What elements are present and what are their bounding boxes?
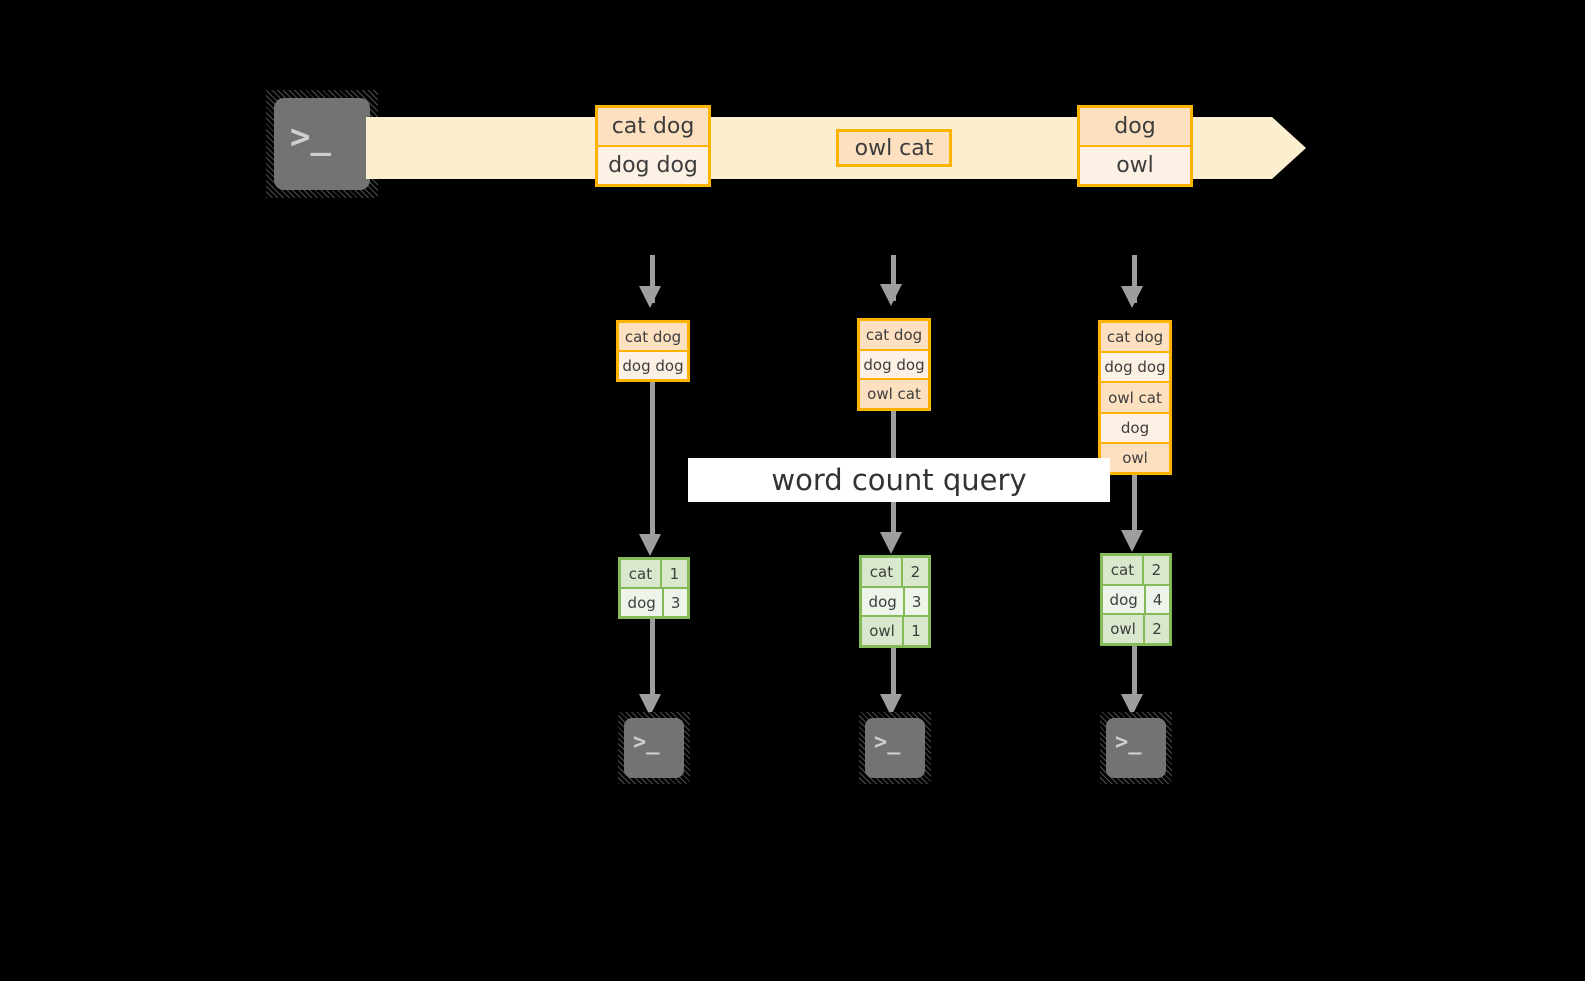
table-row: cat dog bbox=[619, 323, 687, 350]
terminal-screen bbox=[1106, 718, 1166, 778]
table-row: dog 3 bbox=[862, 587, 928, 616]
snapshot-1-table: cat dog dog dog bbox=[616, 320, 690, 382]
terminal-prompt-glyph: >_ bbox=[633, 730, 660, 755]
table-row: cat dog bbox=[860, 321, 928, 349]
result-3-sink-connector bbox=[1132, 646, 1137, 694]
snapshot-3-query-arrowhead bbox=[1121, 530, 1143, 552]
terminal-prompt-glyph: >_ bbox=[290, 117, 331, 157]
table-row: dog bbox=[1080, 108, 1190, 145]
stream-event-2: owl cat bbox=[836, 129, 952, 167]
sink-terminal-2-icon: >_ bbox=[859, 712, 931, 784]
snapshot-1-dashed-connector bbox=[650, 255, 655, 303]
table-row: owl 2 bbox=[1103, 615, 1170, 644]
table-cell-count: 1 bbox=[904, 617, 929, 646]
terminal-screen bbox=[624, 718, 684, 778]
table-row: cat 1 bbox=[621, 560, 687, 587]
table-row: dog bbox=[1101, 413, 1169, 442]
result-2-sink-arrowhead bbox=[880, 694, 902, 716]
terminal-prompt-glyph: >_ bbox=[874, 730, 901, 755]
table-cell: dog bbox=[1101, 413, 1169, 442]
stream-event-1: cat dog dog dog bbox=[595, 105, 711, 187]
table-cell-word: owl bbox=[1103, 615, 1144, 644]
table-row: owl cat bbox=[1101, 383, 1169, 412]
snapshot-2-dashed-arrowhead bbox=[880, 284, 902, 306]
snapshot-1-query-connector bbox=[650, 382, 655, 534]
table-cell-count: 2 bbox=[1145, 615, 1170, 644]
result-1-sink-arrowhead bbox=[639, 694, 661, 716]
snapshot-3-table: cat dog dog dog owl cat dog owl bbox=[1098, 320, 1172, 475]
event-stream-arrowhead bbox=[1272, 117, 1306, 179]
table-cell-count: 2 bbox=[1143, 556, 1169, 584]
snapshot-2-table: cat dog dog dog owl cat bbox=[857, 318, 931, 411]
table-cell-word: cat bbox=[1103, 556, 1142, 584]
table-cell: dog dog bbox=[619, 352, 687, 379]
table-cell-word: dog bbox=[862, 587, 904, 616]
snapshot-3-dashed-connector bbox=[1132, 255, 1137, 303]
table-row: owl cat bbox=[860, 380, 928, 409]
table-row: owl bbox=[1080, 147, 1190, 184]
table-cell-word: dog bbox=[1103, 585, 1145, 614]
sink-terminal-3-icon: >_ bbox=[1100, 712, 1172, 784]
table-cell: cat dog bbox=[598, 108, 708, 145]
table-cell-word: cat bbox=[862, 558, 901, 586]
result-1-sink-connector bbox=[650, 619, 655, 694]
table-cell: dog dog bbox=[598, 147, 708, 184]
table-cell: cat dog bbox=[619, 323, 687, 350]
table-row: dog dog bbox=[1101, 353, 1169, 382]
sink-terminal-1-icon: >_ bbox=[618, 712, 690, 784]
table-cell: cat dog bbox=[1101, 323, 1169, 352]
table-row: dog dog bbox=[598, 147, 708, 184]
snapshot-2-dashed-connector bbox=[891, 255, 896, 301]
table-row: dog dog bbox=[619, 352, 687, 379]
table-cell-count: 4 bbox=[1146, 585, 1169, 614]
table-row: cat 2 bbox=[862, 558, 928, 586]
table-cell: dog dog bbox=[1101, 353, 1169, 382]
table-cell: owl bbox=[1080, 147, 1190, 184]
terminal-screen bbox=[865, 718, 925, 778]
table-cell: dog dog bbox=[860, 350, 928, 379]
table-cell-count: 3 bbox=[664, 589, 687, 616]
table-cell: cat dog bbox=[860, 321, 928, 349]
table-cell: owl cat bbox=[1101, 383, 1169, 412]
stream-event-3: dog owl bbox=[1077, 105, 1193, 187]
table-cell-count: 1 bbox=[661, 560, 687, 587]
result-2-sink-connector bbox=[891, 648, 896, 694]
table-row: cat dog bbox=[598, 108, 708, 145]
snapshot-2-query-arrowhead bbox=[880, 532, 902, 554]
table-cell-count: 3 bbox=[905, 587, 928, 616]
table-cell: owl cat bbox=[839, 132, 949, 164]
table-cell-word: owl bbox=[862, 617, 903, 646]
snapshot-3-dashed-arrowhead bbox=[1121, 286, 1143, 308]
table-cell-count: 2 bbox=[902, 558, 928, 586]
snapshot-1-dashed-arrowhead bbox=[639, 286, 661, 308]
result-3-table: cat 2 dog 4 owl 2 bbox=[1100, 553, 1172, 646]
table-cell: dog bbox=[1080, 108, 1190, 145]
table-row: owl 1 bbox=[862, 617, 929, 646]
table-row: cat 2 bbox=[1103, 556, 1169, 584]
snapshot-1-query-arrowhead bbox=[639, 534, 661, 556]
table-row: owl cat bbox=[839, 132, 949, 164]
terminal-prompt-glyph: >_ bbox=[1115, 730, 1142, 755]
table-row: dog 4 bbox=[1103, 585, 1169, 614]
snapshot-3-query-connector bbox=[1132, 475, 1137, 530]
table-row: owl bbox=[1101, 443, 1169, 473]
table-cell-word: cat bbox=[621, 560, 660, 587]
query-label: word count query bbox=[688, 458, 1110, 502]
table-row: dog 3 bbox=[621, 589, 687, 616]
table-cell: owl cat bbox=[860, 380, 928, 409]
table-row: dog dog bbox=[860, 350, 928, 379]
result-1-table: cat 1 dog 3 bbox=[618, 557, 690, 619]
table-cell: owl bbox=[1101, 443, 1169, 473]
result-3-sink-arrowhead bbox=[1121, 694, 1143, 716]
source-terminal-icon: >_ bbox=[266, 90, 378, 198]
result-2-table: cat 2 dog 3 owl 1 bbox=[859, 555, 931, 648]
terminal-screen bbox=[274, 98, 370, 190]
table-row: cat dog bbox=[1101, 323, 1169, 352]
table-cell-word: dog bbox=[621, 589, 663, 616]
